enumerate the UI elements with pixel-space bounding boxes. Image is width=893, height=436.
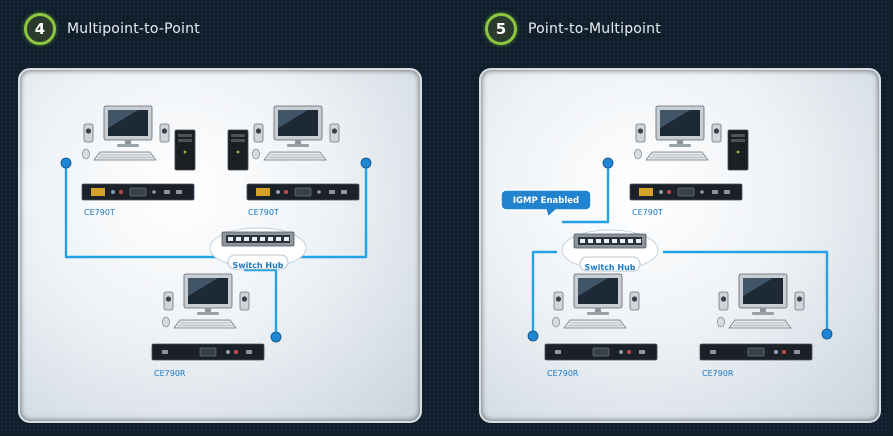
computer-icon (82, 105, 170, 161)
panel-5-cables (531, 163, 829, 334)
section-title: Multipoint-to-Point (67, 21, 200, 37)
ce790t-transmitter-device (246, 183, 360, 201)
connector-node (602, 157, 614, 169)
computer-icon (162, 273, 250, 329)
transmitter-label: CE790T (248, 208, 279, 217)
transmitter-label: CE790T (84, 208, 115, 217)
connector-node (527, 330, 539, 342)
receiver-label: CE790R (547, 369, 579, 378)
computer-icon (552, 273, 640, 329)
ce790r-receiver-device (699, 343, 813, 361)
igmp-enabled-callout: IGMP Enabled (500, 189, 592, 219)
computer-icon (717, 273, 805, 329)
connector-node (270, 331, 282, 343)
section-title: Point-to-Multipoint (528, 21, 661, 37)
step-number-badge: 5 (485, 13, 517, 45)
ce790t-transmitter-device (629, 183, 743, 201)
computer-icon (634, 105, 722, 161)
connector-node (60, 157, 72, 169)
switch-hub-label: Switch Hub (232, 261, 283, 270)
connector-node (821, 328, 833, 340)
igmp-label: IGMP Enabled (513, 196, 579, 206)
pc-tower-icon (227, 129, 249, 171)
connector-node (360, 157, 372, 169)
section-4-title: 4 Multipoint-to-Point (24, 13, 200, 45)
receiver-label: CE790R (702, 369, 734, 378)
section-5-title: 5 Point-to-Multipoint (485, 13, 661, 45)
receiver-label: CE790R (154, 369, 186, 378)
ce790t-transmitter-device (81, 183, 195, 201)
transmitter-label: CE790T (632, 208, 663, 217)
computer-icon (252, 105, 340, 161)
pc-tower-icon (174, 129, 196, 171)
ce790r-receiver-device (151, 343, 265, 361)
panel-4-cables (64, 163, 368, 335)
pc-tower-icon (727, 129, 749, 171)
switch-hub-label: Switch Hub (584, 263, 635, 272)
ce790r-receiver-device (544, 343, 658, 361)
step-number-badge: 4 (24, 13, 56, 45)
